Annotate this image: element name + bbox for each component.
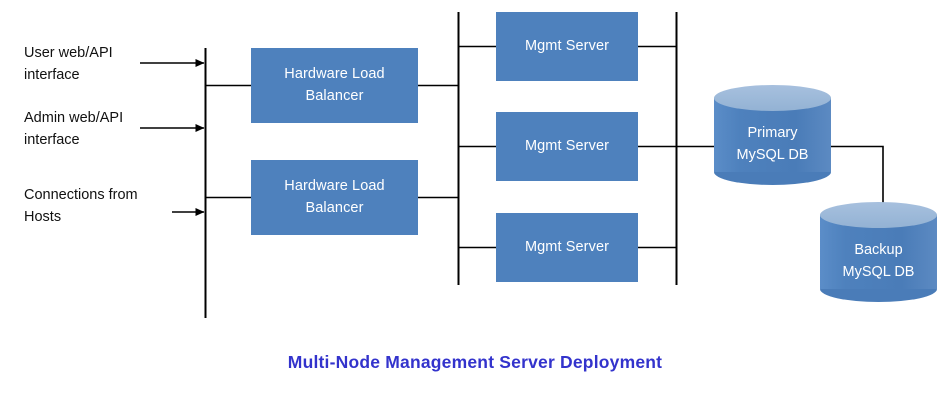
hardware-load-balancer-1-line-1: Hardware Load xyxy=(284,66,385,83)
primary-mysql-db-label-line-2: MySQL DB xyxy=(736,146,809,163)
input-label-admin-web-api-line-1: Admin web/API xyxy=(24,110,124,126)
mgmt-server-1-label: Mgmt Server xyxy=(524,37,610,54)
hardware-load-balancer-2[interactable]: Hardware Load Balancer xyxy=(251,160,418,235)
primary-mysql-db-top xyxy=(714,85,831,111)
input-label-user-web-api: User web/API interface xyxy=(24,42,113,87)
input-label-admin-web-api: Admin web/API interface xyxy=(24,107,123,152)
primary-mysql-db-label: Primary MySQL DB xyxy=(714,123,831,167)
backup-mysql-db-label-line-1: Backup xyxy=(854,242,903,258)
mgmt-server-3[interactable]: Mgmt Server xyxy=(496,213,638,282)
hardware-load-balancer-1[interactable]: Hardware Load Balancer xyxy=(251,48,418,123)
input-label-connections-from-hosts: Connections from Hosts xyxy=(24,184,138,229)
input-label-admin-web-api-line-2: interface xyxy=(24,132,80,149)
diagram-title: Multi-Node Management Server Deployment xyxy=(287,352,663,372)
primary-mysql-db-label-line-1: Primary xyxy=(747,125,798,141)
hardware-load-balancer-2-line-1: Hardware Load xyxy=(284,178,385,195)
input-label-user-web-api-line-1: User web/API xyxy=(24,45,113,61)
mgmt-server-2[interactable]: Mgmt Server xyxy=(496,112,638,181)
hardware-load-balancer-1-line-2: Balancer xyxy=(305,87,364,104)
mgmt-server-3-label: Mgmt Server xyxy=(524,238,610,255)
hardware-load-balancer-2-line-2: Balancer xyxy=(305,199,364,216)
backup-mysql-db-label-line-2: MySQL DB xyxy=(842,263,915,280)
mgmt-server-1[interactable]: Mgmt Server xyxy=(496,12,638,81)
input-label-user-web-api-line-2: interface xyxy=(24,67,80,84)
primary-mysql-db[interactable]: Primary MySQL DB xyxy=(714,85,831,185)
mgmt-server-2-label: Mgmt Server xyxy=(524,137,610,154)
input-label-connections-from-hosts-line-1: Connections from xyxy=(24,187,138,203)
input-label-connections-from-hosts-line-2: Hosts xyxy=(24,209,62,226)
backup-mysql-db[interactable]: Backup MySQL DB xyxy=(820,202,937,302)
backup-mysql-db-top xyxy=(820,202,937,228)
backup-mysql-db-label: Backup MySQL DB xyxy=(820,240,937,284)
primary-db-to-backup-db xyxy=(830,145,884,219)
